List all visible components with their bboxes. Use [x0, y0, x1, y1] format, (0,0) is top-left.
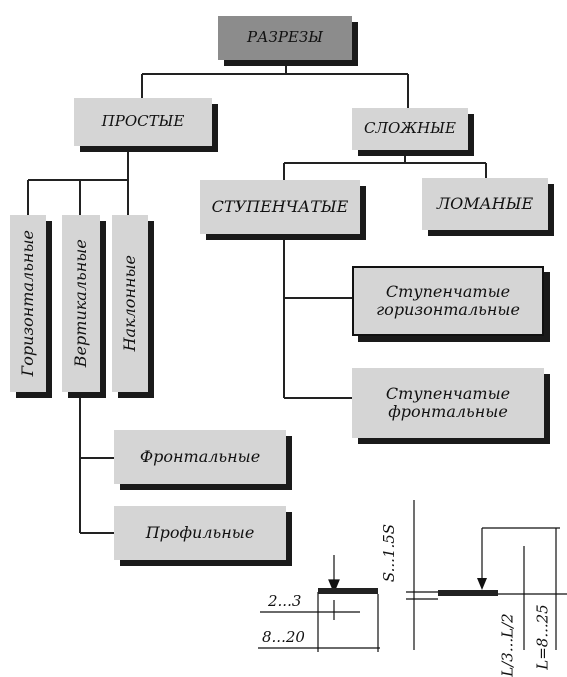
profile-label: Профильные [145, 522, 255, 542]
dim-label-right-3: L=8...25 [533, 604, 552, 670]
stepped-frontal-box: Ступенчатые фронтальные [352, 368, 544, 438]
inclined-cut-box: Наклонные [112, 215, 148, 392]
simple-box: ПРОСТЫЕ [74, 98, 212, 146]
complex-label: СЛОЖНЫЕ [364, 119, 456, 138]
stepped-box: СТУПЕНЧАТЫЕ [200, 180, 360, 234]
stepped-horizontal-box: Ступенчатые горизонтальные [352, 266, 544, 336]
complex-box: СЛОЖНЫЕ [352, 108, 468, 150]
right-part-bar [438, 590, 498, 596]
horizontal-cut-box: Горизонтальные [10, 215, 46, 392]
profile-box: Профильные [114, 506, 286, 560]
dim-label-right-1: S...1.5S [380, 523, 399, 583]
broken-box: ЛОМАНЫЕ [422, 178, 548, 230]
dim-label-left-1: 2...3 [268, 592, 302, 610]
stepped-horizontal-label: Ступенчатые горизонтальные [376, 281, 520, 319]
broken-label: ЛОМАНЫЕ [436, 193, 534, 213]
frontal-label: Фронтальные [139, 446, 261, 466]
frontal-box: Фронтальные [114, 430, 286, 484]
dim-label-right-2: L/3...L/2 [498, 613, 517, 677]
root-label: РАЗРЕЗЫ [247, 28, 323, 47]
simple-label: ПРОСТЫЕ [101, 112, 185, 131]
left-part-bar [318, 588, 378, 594]
vertical-cut-box: Вертикальные [62, 215, 100, 392]
dim-label-left-2: 8...20 [262, 628, 305, 646]
stepped-label: СТУПЕНЧАТЫЕ [211, 196, 349, 216]
root-box: РАЗРЕЗЫ [218, 16, 352, 60]
stepped-frontal-label: Ступенчатые фронтальные [385, 383, 511, 421]
